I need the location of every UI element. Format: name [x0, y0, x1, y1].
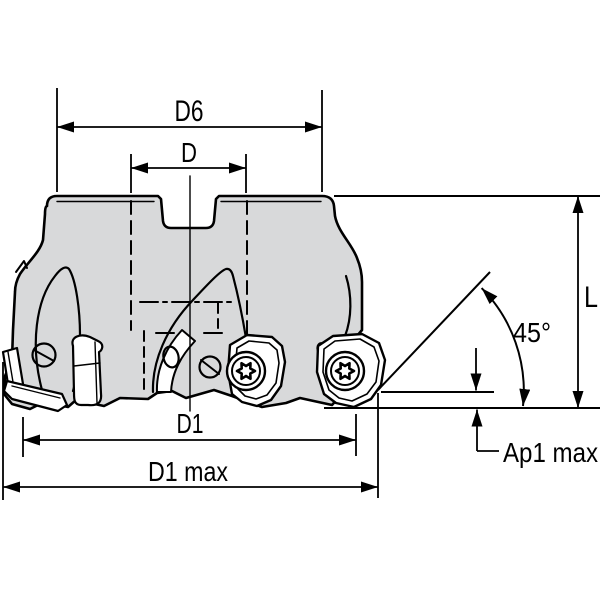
dimensions: D6 D D1 D1 max L 4 [2, 88, 598, 500]
dim-length: L [572, 196, 598, 408]
reference-lines [324, 195, 600, 409]
dim-angle: 45° [480, 287, 551, 407]
torx-screw-icon-right [334, 361, 356, 381]
dim-angle-label: 45° [513, 317, 551, 348]
dim-d-label: D [181, 137, 197, 168]
screw-head-middle [231, 356, 261, 386]
dim-d6: D6 [56, 88, 323, 192]
clamp-wedge-facets [73, 341, 101, 404]
insert-right-chamfer [322, 338, 380, 402]
insert-edge-strip-b-facet [11, 385, 61, 399]
dim-d1-max-label: D1 max [148, 456, 228, 487]
dim-ap1-max-label: Ap1 max [503, 437, 598, 468]
flute-middle [151, 267, 248, 394]
clamp-wedge [71, 334, 104, 407]
left-edge-notch [15, 260, 28, 273]
coolant-hole-middle [198, 355, 222, 379]
screw-head-right [330, 356, 360, 386]
pocket-hole-middle [162, 345, 180, 369]
dim-angle-arc [480, 287, 531, 407]
lead-angle-line [377, 271, 491, 391]
torx-screw-icon-middle [235, 361, 257, 381]
coolant-hole-middle-chord [200, 359, 220, 375]
dim-d6-label: D6 [175, 95, 204, 128]
dim-d1-max: D1 max [2, 362, 379, 500]
flute-right [343, 274, 352, 338]
flute-middle-pocket-face [155, 329, 196, 393]
dim-d1: D1 [22, 408, 357, 457]
dim-d1-label: D1 [177, 408, 204, 439]
coolant-hole-left [31, 342, 57, 368]
dim-d: D [130, 137, 247, 193]
coolant-hole-left-chord [33, 349, 55, 362]
dim-length-label: L [584, 281, 598, 314]
cutter-body [2, 175, 364, 412]
inserts [1, 332, 387, 413]
dim-ap1-max: Ap1 max [470, 348, 598, 468]
